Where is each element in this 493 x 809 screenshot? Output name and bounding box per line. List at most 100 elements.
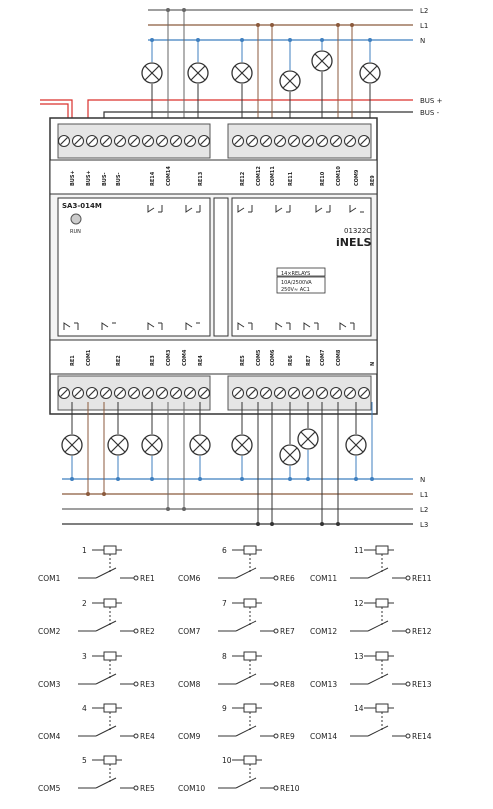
terminal-screw-icon — [184, 387, 196, 399]
terminal-bottom-label: COM1 — [86, 349, 92, 366]
relay-com-label: COM8 — [178, 680, 201, 689]
device-model: SA3-014M — [62, 202, 102, 210]
spec-relays: 14×RELAYS — [281, 271, 310, 277]
terminal-screw-icon — [156, 387, 168, 399]
relay-com-label: COM12 — [310, 627, 337, 636]
lamp-icon — [231, 62, 253, 84]
relay-re-label: RE10 — [280, 784, 300, 793]
relay-number: 12 — [354, 599, 364, 608]
terminal-bottom-label: RE4 — [198, 355, 204, 366]
spec-voltage: 250V≈ AC1 — [281, 287, 310, 293]
junction — [354, 477, 358, 481]
junction — [150, 38, 154, 42]
relay-number: 9 — [222, 704, 227, 713]
junction — [102, 492, 106, 496]
relay-number: 14 — [354, 704, 364, 713]
relay-re-label: RE3 — [140, 680, 155, 689]
relay-re-label: RE9 — [280, 732, 295, 741]
terminal-screw-icon — [358, 387, 370, 399]
terminal-bottom-label: COM8 — [336, 349, 342, 366]
terminal-screw-icon — [86, 387, 98, 399]
junction — [370, 477, 374, 481]
line-label-l2-bottom: L2 — [420, 506, 428, 514]
terminal-top-label: RE10 — [320, 171, 326, 186]
top-lamps — [141, 8, 381, 135]
terminal-bottom-label: RE2 — [116, 355, 122, 366]
device-body: SA3-014M RUN 01322C iNELS 14×RELAYS 10A/… — [49, 117, 378, 415]
relay-com-label: COM6 — [178, 574, 201, 583]
line-label-bus-plus: BUS + — [420, 97, 443, 105]
relay-coil-icon — [375, 651, 389, 661]
relay-coil-icon — [103, 545, 117, 555]
junction — [182, 507, 186, 511]
terminal-top-label: RE9 — [370, 175, 376, 186]
bus-lines: BUS + BUS - — [40, 97, 443, 118]
lamp-icon — [187, 62, 209, 84]
relay-com-label: COM3 — [38, 680, 61, 689]
relay-number: 4 — [82, 704, 87, 713]
terminal-screw-icon — [274, 135, 286, 147]
bottom-supply-lines: N L1 L2 L3 — [62, 476, 428, 529]
relay-re-label: RE8 — [280, 680, 295, 689]
lamp-icon — [61, 434, 83, 456]
terminal-top-label: COM9 — [354, 169, 360, 186]
junction — [86, 492, 90, 496]
relay-coil-icon — [375, 598, 389, 608]
relay-coil-icon — [243, 703, 257, 713]
relay-number: 13 — [354, 652, 364, 661]
relay-re-label: RE5 — [140, 784, 155, 793]
relay-coil-icon — [375, 703, 389, 713]
relay-re-label: RE1 — [140, 574, 155, 583]
junction — [256, 522, 260, 526]
terminal-screw-icon — [232, 135, 244, 147]
terminal-screw-icon — [198, 135, 210, 147]
terminal-top-label: COM12 — [256, 166, 262, 186]
bottom-lamps — [61, 402, 374, 526]
relay-re-label: RE4 — [140, 732, 155, 741]
terminal-screw-icon — [302, 135, 314, 147]
relay-number: 1 — [82, 546, 87, 555]
junction — [270, 23, 274, 27]
junction — [270, 522, 274, 526]
terminal-bottom-label: COM4 — [182, 349, 188, 366]
relay-re-label: RE14 — [412, 732, 432, 741]
bottom-terminal-pins — [58, 387, 370, 399]
lamp-icon — [297, 428, 319, 450]
relay-re-label: RE7 — [280, 627, 295, 636]
junction — [256, 23, 260, 27]
relay-coil-icon — [243, 651, 257, 661]
junction — [368, 38, 372, 42]
terminal-screw-icon — [142, 387, 154, 399]
line-label-n-bottom: N — [420, 476, 425, 484]
terminal-bottom-label: RE1 — [70, 355, 76, 366]
relay-com-label: COM13 — [310, 680, 337, 689]
lamp-icon — [231, 434, 253, 456]
terminal-top-label: BUS- — [102, 172, 108, 186]
relay-re-label: RE6 — [280, 574, 295, 583]
lamp-icon — [279, 70, 301, 92]
lamp-icon — [345, 434, 367, 456]
terminal-screw-icon — [128, 387, 140, 399]
terminal-screw-icon — [246, 135, 258, 147]
terminal-screw-icon — [232, 387, 244, 399]
terminal-screw-icon — [156, 135, 168, 147]
junction — [288, 477, 292, 481]
junction — [198, 477, 202, 481]
relay-com-label: COM11 — [310, 574, 337, 583]
brand-logo: iNELS — [336, 236, 372, 249]
terminal-screw-icon — [198, 387, 210, 399]
bus-plus-wire-left-2 — [40, 103, 69, 118]
terminal-screw-icon — [260, 135, 272, 147]
relay-re-label: RE11 — [412, 574, 432, 583]
junction — [150, 477, 154, 481]
terminal-screw-icon — [100, 135, 112, 147]
